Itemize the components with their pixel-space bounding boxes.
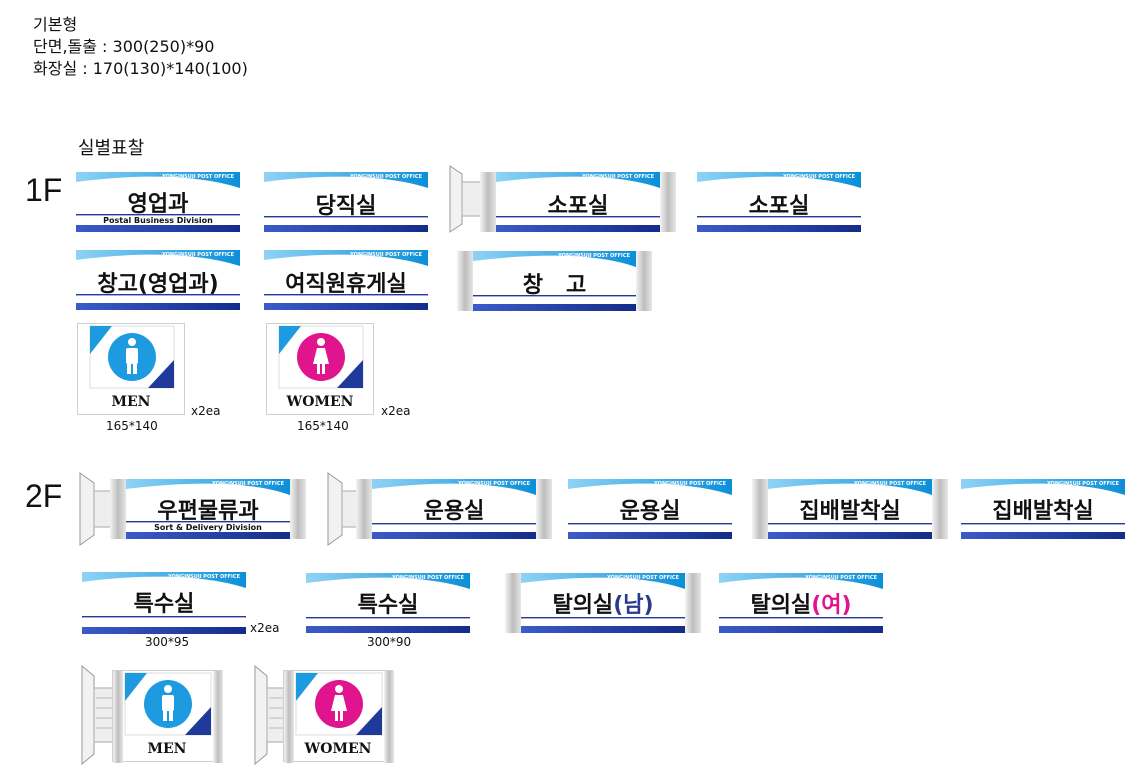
sign-decoration: [505, 573, 701, 633]
sign-2f-delivery-dispatch: YONGINSUJI POST OFFICE 집배발착실: [961, 479, 1125, 539]
sign-text-main: 탈의실: [750, 593, 812, 618]
sign-2f-sort-delivery: YONGINSUJI POST OFFICE 우편물류과 Sort & Deli…: [110, 479, 306, 539]
sign-2f-locker-women: YONGINSUJI POST OFFICE 탈의실(여): [719, 573, 883, 633]
brand-text: YONGINSUJI POST OFFICE: [350, 252, 422, 258]
sign-subtext: Sort & Delivery Division: [154, 523, 262, 532]
spec-line-3: 화장실 : 170(130)*140(100): [33, 59, 248, 78]
sign-text: 우편물류과: [157, 499, 259, 524]
brand-text: YONGINSUJI POST OFFICE: [607, 575, 679, 581]
brand-text: YONGINSUJI POST OFFICE: [162, 174, 234, 180]
brand-text: YONGINSUJI POST OFFICE: [350, 174, 422, 180]
sign-1f-duty: YONGINSUJI POST OFFICE 당직실: [264, 172, 428, 232]
brand-text: YONGINSUJI POST OFFICE: [783, 174, 855, 180]
sign-text: 소포실: [748, 194, 810, 219]
spec-line-2: 단면,돌출 : 300(250)*90: [33, 37, 215, 56]
sign-text: 특수실: [133, 592, 195, 617]
wall-bracket: [81, 664, 114, 766]
sign-text: 여직원휴게실: [285, 272, 407, 297]
brand-text: YONGINSUJI POST OFFICE: [458, 481, 530, 487]
sign-text: 당직실: [315, 194, 377, 219]
men-label: MEN: [111, 394, 151, 410]
wall-bracket: [449, 165, 484, 233]
sign-decoration: [568, 479, 732, 539]
sign-decoration: [356, 479, 552, 539]
women-label: WOMEN: [286, 394, 354, 410]
sign-1f-parcel-projecting: YONGINSUJI POST OFFICE 소포실: [480, 172, 676, 232]
floor-label-1f: 1F: [25, 172, 63, 208]
sign-decoration: [110, 479, 306, 539]
restroom-sign-men-1f: MEN: [77, 323, 185, 415]
quantity-caption: x2ea: [250, 621, 280, 635]
sign-text: 탈의실(여): [719, 587, 883, 619]
size-caption: 300*95: [145, 635, 190, 649]
women-pictogram-icon: [278, 325, 364, 389]
sign-decoration: [697, 172, 861, 232]
sign-decoration: [76, 250, 240, 310]
sign-subtext: Postal Business Division: [103, 216, 213, 225]
section-title: 실별표찰: [78, 138, 145, 159]
sign-decoration: [752, 479, 948, 539]
sign-decoration: [961, 479, 1125, 539]
sign-2f-operations-projecting: YONGINSUJI POST OFFICE 운용실: [356, 479, 552, 539]
sign-decoration: [457, 251, 652, 311]
sign-decoration: [719, 573, 883, 633]
sign-decoration: [82, 572, 246, 634]
women-label: WOMEN: [304, 741, 372, 757]
sign-text: 탈의실(남): [505, 587, 701, 619]
sign-decoration: [306, 573, 470, 633]
sign-2f-locker-men: YONGINSUJI POST OFFICE 탈의실(남): [505, 573, 701, 633]
sign-text-main: 탈의실: [552, 593, 614, 618]
size-caption: 165*140: [106, 419, 158, 433]
brand-text: YONGINSUJI POST OFFICE: [558, 253, 630, 259]
restroom-sign-women-2f: WOMEN: [283, 670, 394, 763]
sign-2f-special-90: YONGINSUJI POST OFFICE 특수실: [306, 573, 470, 633]
size-caption: 165*140: [297, 419, 349, 433]
restroom-sign-men-2f: MEN: [112, 670, 223, 763]
brand-text: YONGINSUJI POST OFFICE: [582, 174, 654, 180]
sign-text: 운용실: [423, 499, 485, 524]
quantity-caption: x2ea: [191, 404, 221, 418]
spec-line-1: 기본형: [33, 15, 78, 34]
sign-1f-storage-sales: YONGINSUJI POST OFFICE 창고(영업과): [76, 250, 240, 310]
sign-2f-operations: YONGINSUJI POST OFFICE 운용실: [568, 479, 732, 539]
sign-decoration: [480, 172, 676, 232]
sign-text: 특수실: [357, 593, 419, 618]
sign-text: 운용실: [619, 499, 681, 524]
sign-decoration: [76, 172, 240, 232]
men-label: MEN: [147, 741, 187, 757]
size-caption: 300*90: [367, 635, 412, 649]
brand-text: YONGINSUJI POST OFFICE: [854, 481, 926, 487]
sign-text-gender: (여): [811, 593, 852, 618]
brand-text: YONGINSUJI POST OFFICE: [162, 252, 234, 258]
sign-text: 영업과: [127, 192, 189, 217]
women-pictogram-icon: [284, 671, 394, 763]
men-pictogram-icon: [89, 325, 175, 389]
sign-1f-parcel: YONGINSUJI POST OFFICE 소포실: [697, 172, 861, 232]
restroom-sign-women-1f: WOMEN: [266, 323, 374, 415]
sign-decoration: [264, 172, 428, 232]
floor-label-2f: 2F: [25, 478, 63, 514]
sign-text-gender: (남): [613, 593, 654, 618]
brand-text: YONGINSUJI POST OFFICE: [1047, 481, 1119, 487]
sign-text: 창 고: [522, 273, 587, 298]
men-pictogram-icon: [113, 671, 223, 763]
sign-decoration: [264, 250, 428, 310]
sign-1f-female-lounge: YONGINSUJI POST OFFICE 여직원휴게실: [264, 250, 428, 310]
wall-bracket: [254, 664, 287, 766]
sign-text: 소포실: [547, 194, 609, 219]
brand-text: YONGINSUJI POST OFFICE: [805, 575, 877, 581]
brand-text: YONGINSUJI POST OFFICE: [212, 481, 284, 487]
brand-text: YONGINSUJI POST OFFICE: [168, 574, 240, 580]
sign-text: 창고(영업과): [97, 272, 219, 297]
sign-text: 집배발착실: [992, 499, 1094, 524]
sign-text: 집배발착실: [799, 499, 901, 524]
brand-text: YONGINSUJI POST OFFICE: [392, 575, 464, 581]
sign-2f-special-95: YONGINSUJI POST OFFICE 특수실: [82, 572, 246, 634]
sign-2f-delivery-dispatch-framed: YONGINSUJI POST OFFICE 집배발착실: [752, 479, 948, 539]
quantity-caption: x2ea: [381, 404, 411, 418]
sign-1f-sales: YONGINSUJI POST OFFICE 영업과 Postal Busine…: [76, 172, 240, 232]
brand-text: YONGINSUJI POST OFFICE: [654, 481, 726, 487]
sign-1f-storage: YONGINSUJI POST OFFICE 창 고: [457, 251, 652, 311]
